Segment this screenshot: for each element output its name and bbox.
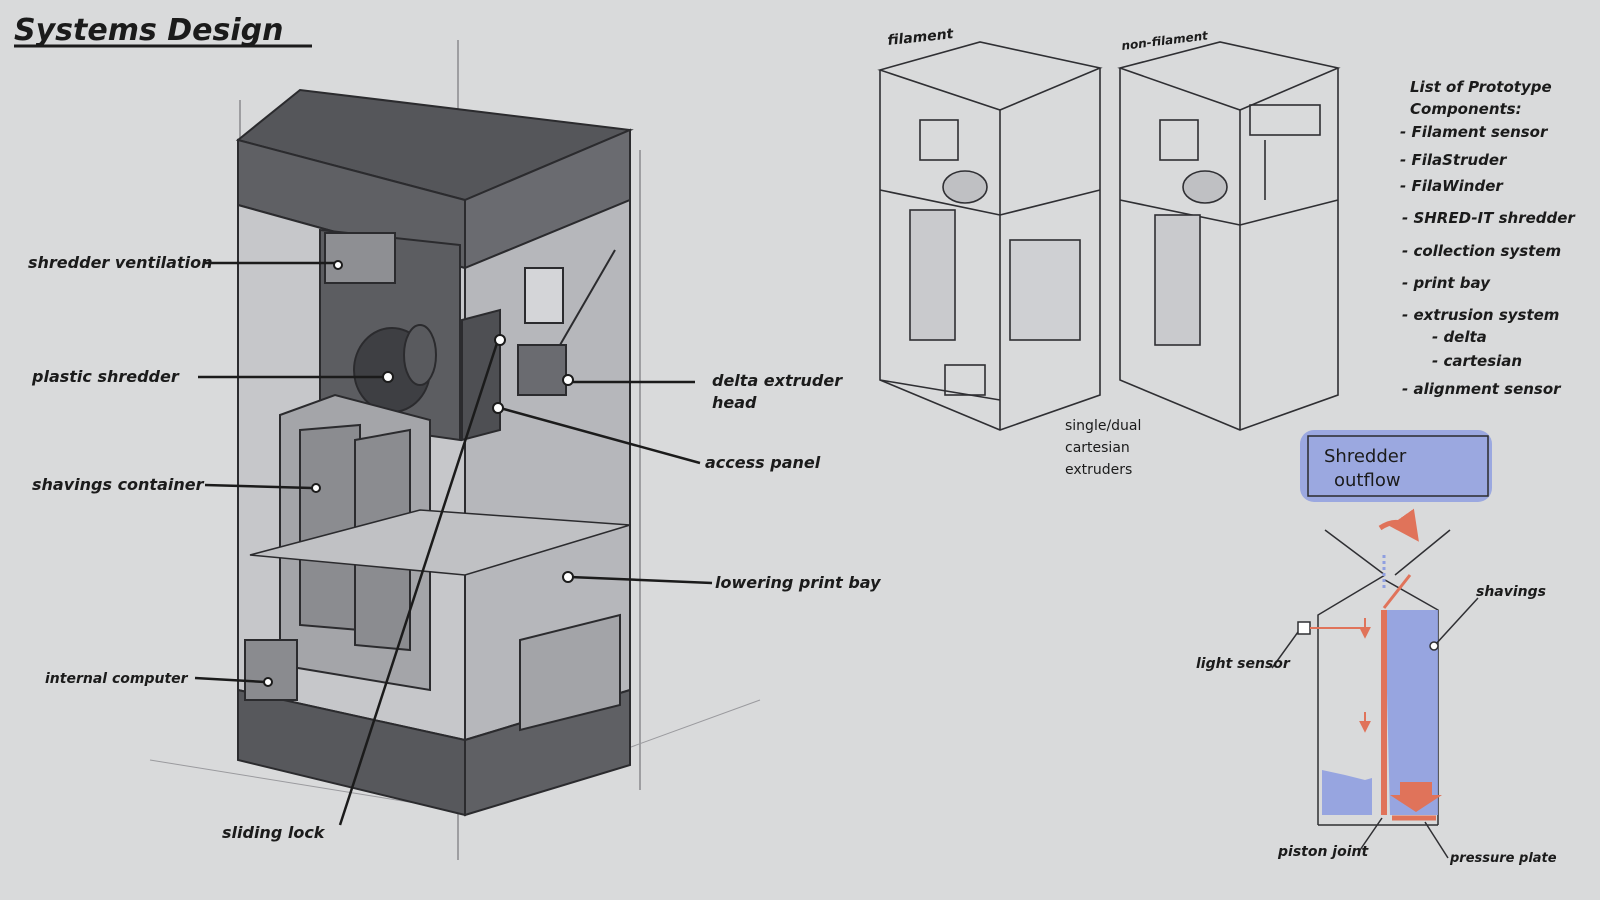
filament-variant-drawing: [880, 42, 1100, 430]
label-non-filament: non-filament: [1121, 28, 1210, 53]
label-sliding-lock: sliding lock: [222, 823, 326, 842]
outflow-title-1: Shredder: [1324, 446, 1407, 467]
component-item: - extrusion system: [1402, 306, 1559, 324]
label-shavings-container: shavings container: [32, 475, 205, 494]
component-item: - cartesian: [1432, 352, 1522, 370]
components-list: List of Prototype Components: - Filament…: [1400, 78, 1576, 398]
label-cartesian: cartesian: [1065, 440, 1130, 456]
component-item: - alignment sensor: [1402, 380, 1562, 398]
page-title: Systems Design: [14, 13, 284, 48]
label-access-panel: access panel: [705, 453, 821, 472]
main-machine-drawing: [150, 40, 760, 860]
label-single-dual: single/dual: [1065, 418, 1141, 434]
label-filament: filament: [887, 26, 956, 49]
component-item: - Filament sensor: [1400, 123, 1549, 141]
component-item: - collection system: [1402, 242, 1561, 260]
component-item: - FilaStruder: [1400, 151, 1508, 169]
component-item: - FilaWinder: [1400, 177, 1504, 195]
label-lowering-print-bay: lowering print bay: [715, 573, 881, 592]
label-plastic-shredder: plastic shredder: [31, 367, 180, 386]
components-heading-2: Components:: [1410, 100, 1522, 118]
non-filament-variant-drawing: [1120, 42, 1338, 430]
outflow-title-2: outflow: [1334, 470, 1401, 491]
label-delta-extruder: delta extruder: [712, 371, 843, 390]
component-item: - print bay: [1402, 274, 1491, 292]
outflow-diagram: [1272, 522, 1478, 858]
shredder-outflow-title: Shredder outflow: [1300, 430, 1492, 502]
label-internal-computer: internal computer: [45, 671, 189, 687]
label-piston-joint: piston joint: [1277, 844, 1369, 860]
component-item: - SHRED-IT shredder: [1402, 209, 1576, 227]
label-delta-extruder-head: head: [712, 393, 757, 412]
label-extruders: extruders: [1065, 462, 1132, 478]
label-pressure-plate: pressure plate: [1449, 851, 1557, 866]
label-light-sensor: light sensor: [1196, 656, 1291, 672]
label-shredder-ventilation: shredder ventilation: [28, 253, 212, 272]
components-heading-1: List of Prototype: [1410, 78, 1552, 96]
component-item: - delta: [1432, 328, 1487, 346]
label-shavings: shavings: [1476, 584, 1546, 600]
